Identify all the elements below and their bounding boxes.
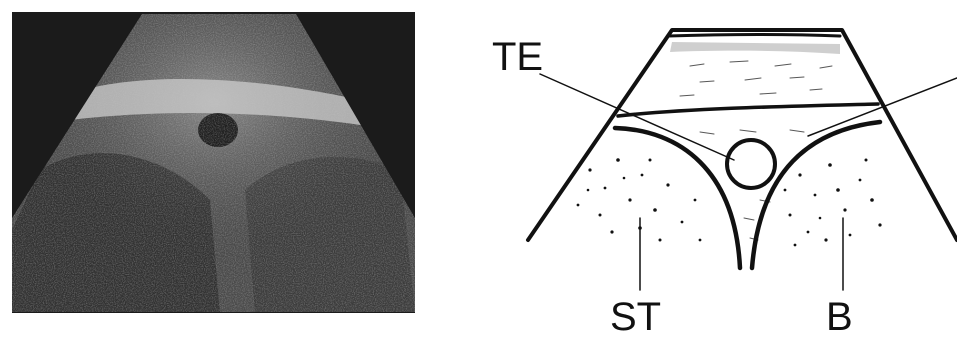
st-speckles [577,158,702,241]
central-circle [727,140,775,188]
schematic-diagram [528,30,957,290]
upper-hatching [680,61,832,96]
label-te: TE [492,35,543,79]
ultrasound-image [12,12,415,313]
label-st: ST [610,295,661,338]
label-b: B [826,295,853,338]
upper-muscle-boundary [618,104,878,116]
b-speckles [784,159,882,247]
skin-layer [668,35,840,37]
te-leader-line [540,74,734,160]
left-curved-boundary [615,128,740,268]
right-leader-line [808,78,957,136]
